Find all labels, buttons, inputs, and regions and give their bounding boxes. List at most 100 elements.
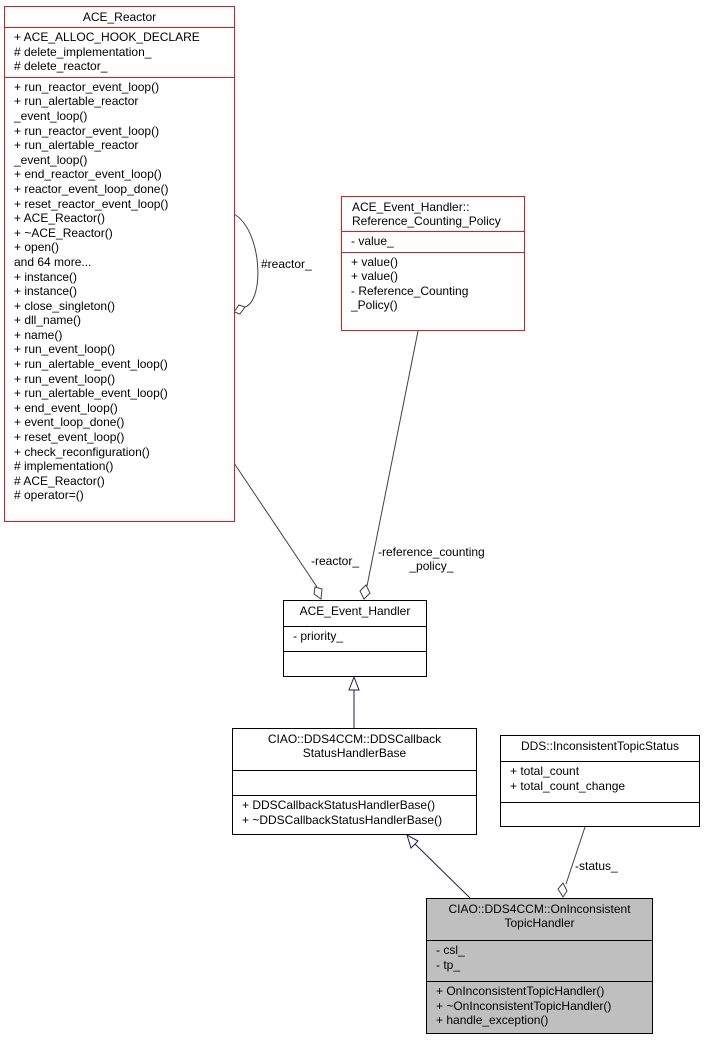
aggregation-diamond-ref-policy [359, 584, 371, 600]
member-line: - tp_ [436, 957, 461, 972]
class-dds-inconsistent-topic-status-methods [501, 802, 699, 808]
class-ace-event-handler-title: ACE_Event_Handler [284, 601, 426, 626]
class-ace-event-handler-methods [284, 651, 426, 676]
member-line: + reset_event_loop() [14, 430, 125, 445]
member-line: and 64 more... [14, 254, 92, 269]
member-line: # delete_implementation_ [14, 44, 152, 59]
member-line: + name() [14, 327, 63, 342]
member-line: + run_event_loop() [14, 371, 116, 386]
member-line: # operator=() [14, 488, 84, 503]
member-line: # delete_reactor_ [14, 59, 108, 74]
class-ace-event-handler[interactable]: ACE_Event_Handler - priority_ [283, 600, 427, 677]
class-ace-reactor-title: ACE_Reactor [5, 7, 234, 27]
class-ace-reactor-attributes: + ACE_ALLOC_HOOK_DECLARE# delete_impleme… [5, 27, 234, 77]
class-reference-counting-policy-title: ACE_Event_Handler::Reference_Counting_Po… [342, 197, 524, 231]
inheritance-arrow-base [348, 675, 360, 691]
class-dds-callback-status-handler-base-methods: + DDSCallbackStatusHandlerBase()+ ~DDSCa… [233, 795, 476, 830]
member-line: + run_event_loop() [14, 342, 116, 357]
member-line: + dll_name() [14, 313, 82, 328]
member-line: + close_singleton() [14, 298, 116, 313]
member-line: - Reference_Counting [351, 283, 469, 298]
class-ace-reactor-methods: + run_reactor_event_loop()+ run_alertabl… [5, 76, 234, 506]
member-line: + value() [351, 269, 399, 284]
member-line: + run_reactor_event_loop() [14, 79, 160, 94]
member-line: + OnInconsistentTopicHandler() [436, 984, 605, 998]
class-ace-reactor[interactable]: ACE_Reactor + ACE_ALLOC_HOOK_DECLARE# de… [4, 6, 235, 522]
class-reference-counting-policy-attributes: - value_ [342, 231, 524, 252]
self-association-line [233, 213, 259, 308]
class-on-inconsistent-topic-handler-attributes: - csl_- tp_ [427, 940, 652, 981]
class-ace-event-handler-attributes: - priority_ [284, 626, 426, 651]
class-dds-inconsistent-topic-status-attributes: + total_count+ total_count_change [501, 761, 699, 802]
member-line: + open() [14, 240, 60, 255]
aggregation-diamond-self [233, 304, 246, 315]
member-line: - priority_ [293, 629, 344, 643]
member-line: + reactor_event_loop_done() [14, 181, 169, 196]
member-line: DDS::InconsistentTopicStatus [520, 739, 680, 753]
member-line: _event_loop() [14, 152, 88, 167]
member-line: + ACE_ALLOC_HOOK_DECLARE [14, 30, 200, 44]
member-line: + event_loop_done() [14, 415, 125, 430]
class-on-inconsistent-topic-handler-methods: + OnInconsistentTopicHandler()+ ~OnIncon… [427, 981, 652, 1031]
member-line: # implementation() [14, 459, 114, 474]
edge-label-self-reactor: #reactor_ [261, 257, 312, 271]
member-line: + run_alertable_reactor [14, 138, 139, 153]
member-line: + run_alertable_event_loop() [14, 386, 168, 401]
inheritance-arrow-handler [406, 833, 419, 849]
edge-label-status: -status_ [575, 859, 618, 873]
member-line: ACE_Event_Handler:: [352, 200, 470, 214]
member-line: + ACE_Reactor() [14, 211, 106, 226]
ref-policy-association-line [366, 330, 419, 587]
class-reference-counting-policy[interactable]: ACE_Event_Handler::Reference_Counting_Po… [341, 196, 525, 331]
member-line: -reference_counting [378, 545, 485, 559]
member-line: CIAO::DDS4CCM::DDSCallback [267, 732, 442, 746]
member-line: + DDSCallbackStatusHandlerBase() [242, 798, 436, 812]
aggregation-diamond-reactor [313, 586, 323, 600]
status-association-line [565, 826, 586, 885]
member-line: + reset_reactor_event_loop() [14, 196, 169, 211]
inheritance-line-handler [414, 843, 471, 899]
member-line: + ~DDSCallbackStatusHandlerBase() [242, 812, 443, 827]
edge-label-reactor: -reactor_ [311, 554, 359, 568]
member-line: + check_reconfiguration() [14, 444, 150, 459]
member-line: + total_count_change [510, 778, 626, 793]
member-line: #reactor_ [261, 257, 312, 271]
member-line: + end_reactor_event_loop() [14, 167, 162, 182]
member-line: Reference_Counting_Policy [352, 214, 501, 228]
class-dds-inconsistent-topic-status-title: DDS::InconsistentTopicStatus [501, 736, 699, 761]
member-line: + ~OnInconsistentTopicHandler() [436, 998, 612, 1013]
aggregation-diamond-status [557, 882, 568, 898]
member-line: + instance() [14, 269, 78, 284]
member-line: + run_alertable_event_loop() [14, 357, 168, 372]
member-line: CIAO::DDS4CCM::OnInconsistent [448, 902, 631, 916]
class-reference-counting-policy-methods: + value()+ value()- Reference_Counting_P… [342, 251, 524, 316]
member-line: ACE_Event_Handler [299, 604, 411, 618]
member-line: StatusHandlerBase [302, 746, 407, 760]
member-line: _Policy() [351, 298, 398, 313]
member-line: - value_ [351, 234, 394, 248]
member-line: -status_ [575, 859, 618, 873]
member-line: + run_reactor_event_loop() [14, 123, 160, 138]
member-line: + handle_exception() [436, 1013, 549, 1028]
reactor-association-line [233, 462, 318, 588]
member-line: + value() [351, 254, 399, 269]
member-line: + ~ACE_Reactor() [14, 225, 113, 240]
class-dds-callback-status-handler-base-attributes [233, 770, 476, 795]
member-line: + total_count [510, 764, 580, 778]
member-line: TopicHandler [504, 916, 575, 930]
member-line: _event_loop() [14, 108, 88, 123]
class-dds-inconsistent-topic-status[interactable]: DDS::InconsistentTopicStatus + total_cou… [500, 735, 700, 827]
member-line: # ACE_Reactor() [14, 473, 105, 488]
member-line: ACE_Reactor [82, 10, 157, 24]
member-line: + end_event_loop() [14, 400, 118, 415]
member-line: - csl_ [436, 943, 465, 957]
edge-label-reference-counting-policy: -reference_counting_policy_ [378, 545, 485, 573]
member-line: + instance() [14, 284, 78, 299]
member-line: _policy_ [409, 559, 454, 573]
member-line: -reactor_ [311, 554, 360, 568]
